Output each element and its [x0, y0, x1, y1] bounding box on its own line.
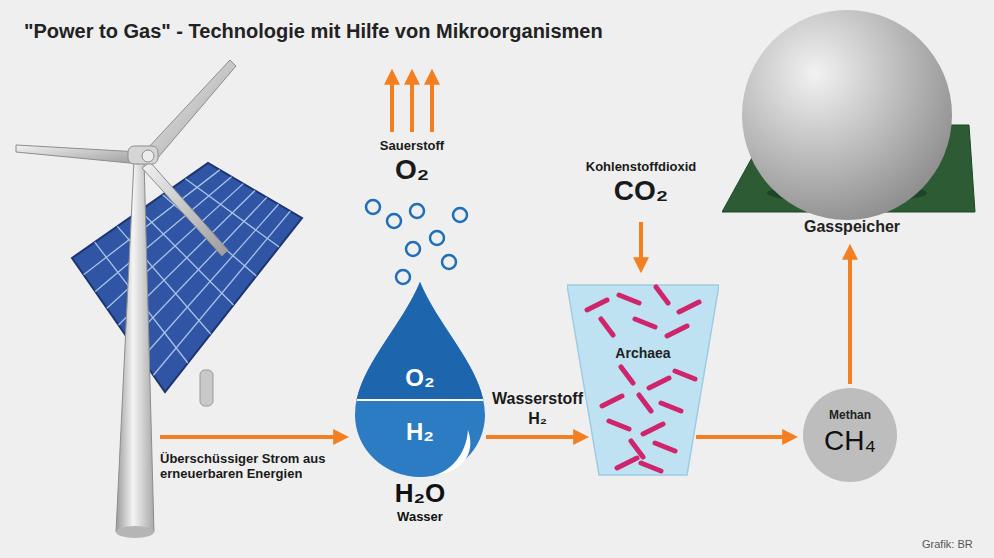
text-label: CO₂ — [614, 175, 668, 207]
archaea-cell — [656, 287, 668, 303]
node-text: Gasspeicher — [804, 218, 900, 236]
node-text: Wasser — [397, 510, 443, 525]
archaea-cell — [621, 367, 633, 383]
oxygen-arrow — [430, 80, 434, 132]
turbine-blade — [146, 60, 236, 160]
archaea-cell — [617, 458, 637, 468]
archaea-cell — [601, 319, 613, 335]
oxygen-arrow — [410, 80, 414, 132]
node-text: H₂O — [395, 479, 446, 509]
archaea-cell — [655, 443, 675, 451]
archaea-cell — [667, 326, 687, 336]
turbine-blade — [16, 145, 140, 164]
archaea-cell — [675, 371, 695, 379]
bubble — [396, 270, 410, 284]
flow-arrow — [848, 255, 852, 384]
power-arrow — [160, 435, 338, 439]
panel-grid-line — [153, 211, 290, 375]
oxygen-arrow — [390, 80, 394, 132]
panel-pole — [200, 370, 213, 406]
storage-sphere — [742, 10, 952, 220]
methane-circle-shape — [803, 388, 897, 482]
turbine-blade — [142, 162, 228, 256]
turbine-base — [116, 526, 154, 538]
archaea-cell — [639, 395, 651, 411]
drop-top — [355, 282, 485, 400]
drop-divider — [357, 399, 483, 401]
solar-panel — [72, 163, 302, 392]
text-label: O₂ — [395, 154, 429, 186]
gas-storage-outline — [722, 5, 977, 240]
water-drop: O₂ H₂ H₂OWasser — [355, 280, 485, 530]
archaea-reactor-outline — [567, 283, 719, 478]
text-label: Grafik: BR — [922, 538, 973, 551]
archaea-cell — [587, 300, 607, 310]
panel-grid — [84, 170, 291, 375]
archaea-cell — [641, 463, 661, 471]
archaea-reactor: Archaea — [567, 283, 719, 478]
text-label: Überschüssiger Strom aus erneuerbaren En… — [160, 452, 375, 482]
turbine-nacelle — [128, 146, 158, 164]
node-text: H₂ — [406, 418, 434, 446]
bubble — [453, 208, 467, 222]
bubble — [430, 231, 444, 245]
archaea-cell — [643, 424, 663, 434]
archaea-cell — [619, 295, 639, 303]
drop-bottom — [355, 282, 485, 477]
node-text: Methan — [829, 409, 871, 423]
archaea-cell — [631, 441, 643, 457]
bubble — [442, 255, 456, 269]
archaea-cell — [649, 378, 669, 388]
gas-storage: Gasspeicher — [722, 5, 977, 240]
panel-grid-line — [142, 204, 279, 358]
turbine-hub — [142, 150, 154, 162]
archaea-cell — [635, 319, 655, 327]
turbine-tower — [116, 160, 154, 532]
node-text: CH₄ — [824, 425, 876, 457]
flow-arrow — [486, 435, 578, 439]
node-text: Archaea — [615, 345, 670, 361]
oxygen-bubbles — [366, 200, 467, 284]
archaea-cell — [679, 302, 699, 312]
bubble — [410, 204, 424, 218]
flow-arrow — [696, 435, 787, 439]
drop-highlight — [435, 430, 470, 475]
archaea-cell — [609, 421, 629, 429]
archaea-cell — [602, 396, 622, 406]
reactor-vessel — [567, 285, 719, 475]
archaea-cell — [661, 403, 681, 411]
node-text: O₂ — [405, 364, 434, 392]
text-label: Kohlenstoffdioxid — [586, 160, 697, 175]
methane-circle: MethanCH₄ — [802, 387, 898, 483]
bubble — [406, 242, 420, 256]
text-label: Sauerstoff — [380, 139, 444, 154]
bubble — [387, 214, 401, 228]
diagram-title: "Power to Gas" - Technologie mit Hilfe v… — [24, 20, 603, 43]
co2-arrow — [639, 222, 643, 262]
bubble — [366, 200, 380, 214]
edge-label: Wasserstoff H₂ — [490, 389, 586, 429]
